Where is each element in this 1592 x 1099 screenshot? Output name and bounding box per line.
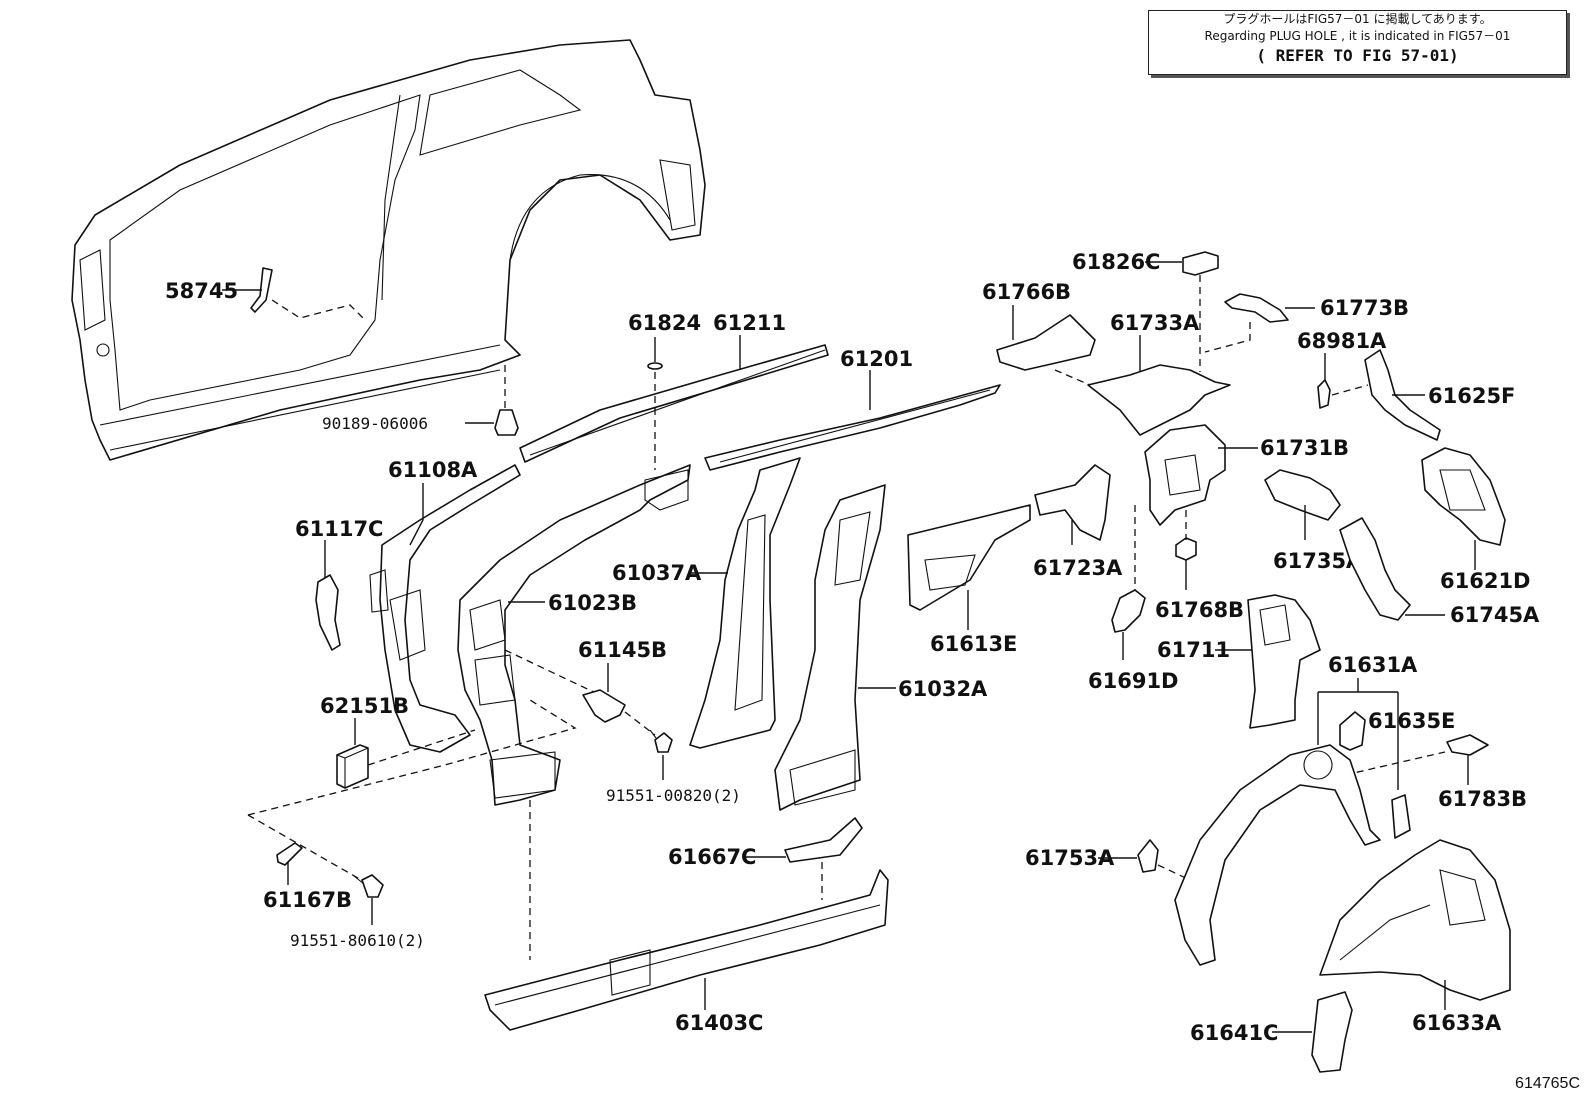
part-61783B-pad (1446, 734, 1489, 756)
label-61723A: 61723A (1033, 556, 1123, 580)
label-61753A: 61753A (1025, 846, 1115, 870)
label-61635E: 61635E (1368, 709, 1455, 733)
figure-code: 614765C (1515, 1075, 1580, 1092)
label-61731B: 61731B (1260, 436, 1349, 460)
label-61621D: 61621D (1440, 569, 1531, 593)
note-japanese-text: プラグホールはFIG57－01 に掲載してあります。 (1223, 12, 1492, 26)
part-62151B-block (336, 744, 369, 789)
part-61023B-front-pillar-inner (457, 464, 691, 806)
part-61824-plug (647, 362, 663, 370)
part-61635E-bracket (1339, 711, 1366, 751)
label-61108A: 61108A (388, 458, 478, 482)
label-68981A: 68981A (1297, 329, 1387, 353)
part-91551-80610-bolt (353, 874, 384, 898)
reference-note-box: プラグホールはFIG57－01 に掲載してあります。 Regarding PLU… (1148, 10, 1567, 75)
part-61631A-wheelhouse-outer (1174, 744, 1381, 966)
label-61733A: 61733A (1110, 311, 1200, 335)
label-58745: 58745 (165, 279, 238, 303)
part-61201-roof-rail-inner (704, 384, 1001, 471)
label-61773B: 61773B (1320, 296, 1409, 320)
label-90189-06006: 90189-06006 (322, 414, 428, 433)
part-61167B-bracket (276, 842, 303, 866)
part-61032A-center-pillar-inner (774, 484, 886, 811)
label-61211: 61211 (713, 311, 786, 335)
part-61117C-bracket (315, 574, 341, 651)
label-61711: 61711 (1157, 638, 1230, 662)
part-61403C-rocker-inner (484, 869, 889, 1031)
label-61826C: 61826C (1072, 250, 1160, 274)
part-61625F-reinforcement (1364, 349, 1441, 441)
part-61733A-brace (1087, 364, 1231, 436)
part-61735A-brace (1264, 469, 1341, 521)
part-61745A-reinforcement (1339, 517, 1411, 621)
label-61633A: 61633A (1412, 1011, 1502, 1035)
note-english-text: Regarding PLUG HOLE , it is indicated in… (1204, 29, 1511, 43)
part-61731B-wheelhouse-upper (1144, 424, 1226, 526)
label-61145B: 61145B (578, 638, 667, 662)
label-61691D: 61691D (1088, 669, 1179, 693)
part-61753A-bracket (1137, 839, 1159, 873)
part-61631A-side-bracket (1391, 794, 1411, 839)
label-61117C: 61117C (295, 517, 383, 541)
label-61745A: 61745A (1450, 603, 1540, 627)
label-61403C: 61403C (675, 1011, 763, 1035)
part-91551-00820-bolt (649, 729, 673, 753)
body-side-outer-panel (71, 39, 706, 461)
label-61023B: 61023B (548, 591, 637, 615)
label-61641C: 61641C (1190, 1021, 1278, 1045)
label-62151B: 62151B (320, 694, 409, 718)
label-61768B: 61768B (1155, 598, 1244, 622)
part-61633A-wheelhouse-inner (1319, 839, 1511, 1001)
part-61826C-block (1182, 251, 1219, 276)
label-61631A: 61631A (1328, 653, 1418, 677)
label-61625F: 61625F (1428, 384, 1515, 408)
part-61613E-quarter-panel-inner (907, 504, 1031, 611)
label-91551-80610: 91551-80610(2) (290, 931, 425, 950)
part-61145B-bracket (582, 689, 626, 723)
part-61037A-center-pillar-outer (689, 457, 801, 749)
part-61621D-wheelhouse-panel (1421, 447, 1506, 546)
part-61723A-wheelhouse-extension (1034, 464, 1111, 541)
label-61167B: 61167B (263, 888, 352, 912)
label-61667C: 61667C (668, 845, 756, 869)
label-61783B: 61783B (1438, 787, 1527, 811)
part-68981A-clip (1317, 379, 1331, 409)
part-61667C-filler (784, 817, 863, 863)
note-refer-text: ( REFER TO FIG 57-01) (1256, 46, 1459, 65)
part-61766B-bracket (996, 314, 1096, 371)
part-61691D-bracket (1111, 589, 1146, 633)
label-61032A: 61032A (898, 677, 988, 701)
part-61768B-clip (1175, 537, 1197, 561)
label-61613E: 61613E (930, 632, 1017, 656)
part-61711-quarter-lower (1247, 594, 1321, 729)
label-91551-00820: 91551-00820(2) (606, 786, 741, 805)
part-90189-06006-clip (494, 409, 519, 436)
label-61037A: 61037A (612, 561, 702, 585)
part-61211-roof-rail (519, 344, 829, 463)
label-61824: 61824 (628, 311, 701, 335)
label-61201: 61201 (840, 347, 913, 371)
label-61766B: 61766B (982, 280, 1071, 304)
part-61641C-extension (1311, 991, 1353, 1073)
part-61773B-brace (1224, 293, 1289, 323)
